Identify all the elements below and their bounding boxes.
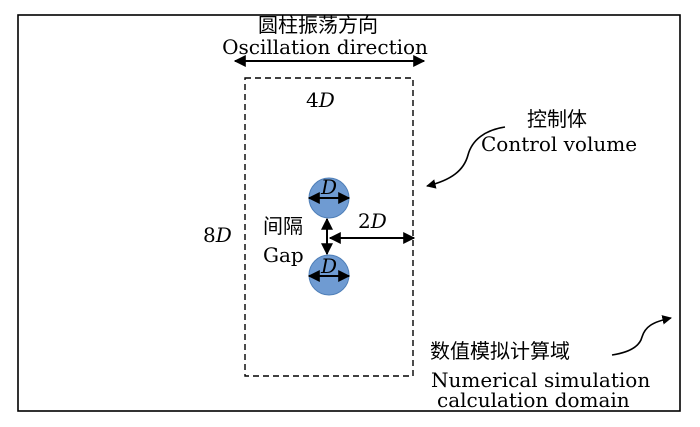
control-volume-pointer — [426, 126, 506, 189]
control-volume-height-value: 8 — [203, 223, 216, 247]
offset-unit: D — [370, 209, 387, 233]
control-volume-width-value: 4 — [306, 88, 319, 112]
control-volume-width-unit: D — [318, 88, 335, 112]
oscillation-label-cn: 圆柱振荡方向 — [258, 13, 378, 37]
gap-label-cn: 间隔 — [263, 214, 303, 238]
computational-domain-border — [17, 14, 681, 412]
control-volume-label-cn: 控制体 — [527, 107, 587, 131]
control-volume-height-unit: D — [215, 223, 232, 247]
domain-label-en-line2: calculation domain — [437, 388, 630, 412]
control-volume-label-en: Control volume — [481, 132, 637, 156]
gap-label-en: Gap — [263, 243, 304, 267]
offset-label: 2D — [358, 209, 387, 233]
control-volume-height-label: 8D — [203, 223, 232, 247]
offset-value: 2 — [358, 209, 371, 233]
upper-cylinder-diameter-label: D — [320, 175, 337, 199]
lower-cylinder-diameter-label: D — [320, 254, 337, 278]
control-volume-width-label: 4D — [306, 88, 335, 112]
oscillation-label-en: Oscillation direction — [222, 35, 428, 59]
domain-label-en-line1: Numerical simulation — [431, 368, 650, 392]
domain-label-cn: 数值模拟计算域 — [430, 339, 570, 363]
control-volume-box — [244, 77, 414, 377]
domain-pointer — [611, 315, 672, 356]
